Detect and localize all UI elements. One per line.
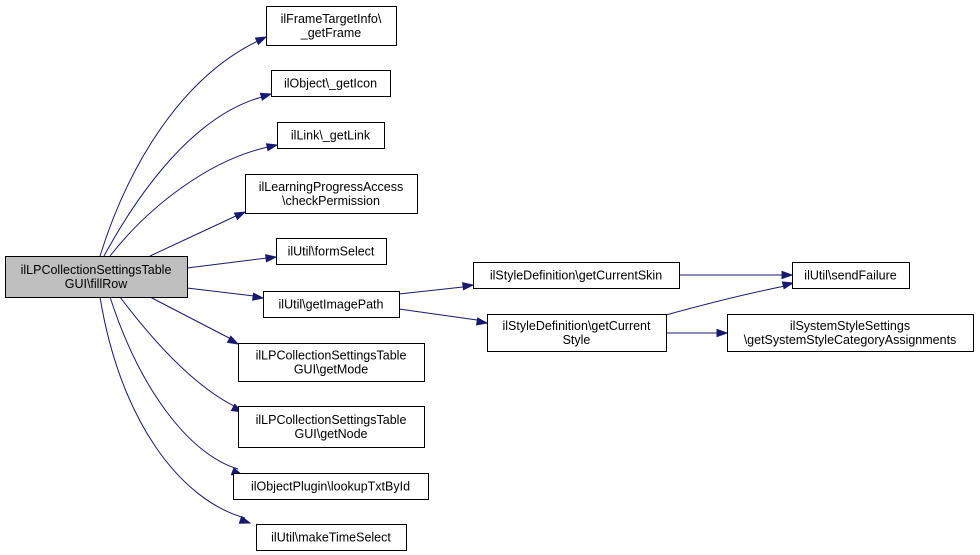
node-box: [256, 524, 407, 551]
node-label: ilLPCollectionSettingsTable: [256, 413, 407, 427]
edge-line: [103, 96, 263, 257]
node-label: ilUtil\makeTimeSelect: [271, 531, 391, 545]
node-box: [263, 291, 400, 318]
edge-root-to-n10: [99, 296, 252, 524]
function-node[interactable]: ilUtil\getImagePath: [263, 291, 400, 318]
arrowhead-icon: [252, 292, 265, 301]
edge-line: [99, 296, 246, 519]
edge-root-to-n3: [109, 143, 279, 257]
edge-n12-to-n13: [665, 281, 795, 316]
node-label: _getFrame: [300, 26, 361, 40]
node-box: [277, 122, 385, 149]
arrowhead-icon: [716, 328, 729, 338]
node-box: [238, 406, 425, 448]
edge-line: [149, 214, 239, 257]
edge-line: [149, 296, 234, 341]
node-label: ilUtil\getImagePath: [279, 298, 384, 312]
edge-line: [109, 296, 239, 470]
edge-root-to-n6: [186, 287, 265, 301]
arrowhead-icon: [462, 282, 475, 291]
edge-line: [119, 296, 239, 409]
node-box: [473, 262, 680, 289]
node-label: \checkPermission: [282, 194, 380, 208]
edge-root-to-n1: [99, 36, 268, 257]
edge-root-to-n9: [109, 296, 244, 476]
edge-line: [186, 287, 255, 297]
node-box: [727, 314, 974, 352]
arrowhead-icon: [475, 317, 489, 326]
arrowhead-icon: [265, 143, 279, 152]
node-box: [271, 70, 391, 97]
function-node[interactable]: ilUtil\makeTimeSelect: [256, 524, 407, 551]
arrowhead-icon: [233, 211, 247, 221]
node-label: ilSystemStyleSettings: [790, 319, 910, 333]
function-node[interactable]: ilUtil\formSelect: [276, 238, 387, 265]
node-label: ilLink\_getLink: [291, 129, 371, 143]
node-label: GUI\getNode: [295, 427, 368, 441]
node-label: ilLPCollectionSettingsTable: [256, 349, 407, 363]
edge-n12-to-n14: [666, 328, 729, 338]
node-box: [245, 174, 418, 214]
node-label: ilStyleDefinition\getCurrent: [503, 319, 652, 333]
edge-root-to-n5: [186, 254, 278, 269]
arrowhead-icon: [781, 270, 794, 280]
function-node[interactable]: ilObject\_getIcon: [271, 70, 391, 97]
node-box: [5, 256, 188, 298]
node-box: [238, 343, 425, 382]
node-label: ilUtil\formSelect: [288, 245, 375, 259]
edge-n6-to-n12: [398, 308, 489, 326]
edge-line: [398, 308, 478, 321]
node-box: [487, 314, 667, 352]
node-label: ilObject\_getIcon: [284, 77, 377, 91]
edge-root-to-n8: [119, 296, 244, 413]
node-label: \getSystemStyleCategoryAssignments: [744, 333, 957, 347]
arrowhead-icon: [254, 36, 268, 46]
edge-root-to-n4: [149, 211, 247, 257]
node-label: GUI\getMode: [294, 363, 368, 377]
node-box: [266, 6, 397, 46]
node-label: ilLearningProgressAccess: [259, 180, 404, 194]
edge-line: [398, 286, 464, 295]
edge-line: [99, 39, 261, 257]
edge-line: [186, 257, 268, 269]
node-label: ilLPCollectionSettingsTable: [21, 263, 172, 277]
edge-line: [665, 285, 786, 316]
edge-root-to-n2: [103, 92, 273, 257]
arrowhead-icon: [226, 335, 240, 345]
node-box: [233, 473, 429, 500]
function-node[interactable]: ilSystemStyleSettings\getSystemStyleCate…: [727, 314, 974, 352]
edge-root-to-n7: [149, 296, 240, 345]
node-label: Style: [563, 333, 591, 347]
function-node[interactable]: ilLink\_getLink: [277, 122, 385, 149]
node-label: ilObjectPlugin\lookupTxtById: [251, 480, 410, 494]
arrowhead-icon: [238, 515, 252, 524]
function-node[interactable]: ilUtil\sendFailure: [792, 262, 910, 289]
function-node[interactable]: ilObjectPlugin\lookupTxtById: [233, 473, 429, 500]
edge-line: [109, 146, 269, 257]
arrowhead-icon: [781, 281, 795, 290]
function-node[interactable]: ilStyleDefinition\getCurrentSkin: [473, 262, 680, 289]
arrowhead-icon: [259, 92, 273, 101]
node-label: ilStyleDefinition\getCurrentSkin: [490, 269, 662, 283]
edge-n6-to-n11: [398, 282, 475, 295]
node-label: GUI\fillRow: [65, 277, 128, 291]
function-node[interactable]: ilLearningProgressAccess\checkPermission: [245, 174, 418, 214]
node-label: ilUtil\sendFailure: [804, 269, 896, 283]
node-box: [792, 262, 910, 289]
nodes-layer: ilLPCollectionSettingsTableGUI\fillRowil…: [5, 6, 974, 551]
edge-n11-to-n13: [679, 270, 794, 280]
arrowhead-icon: [265, 254, 278, 263]
node-label: ilFrameTargetInfo\: [281, 12, 382, 26]
edges-layer: [99, 36, 795, 524]
function-node[interactable]: ilFrameTargetInfo\_getFrame: [266, 6, 397, 46]
node-box: [276, 238, 387, 265]
